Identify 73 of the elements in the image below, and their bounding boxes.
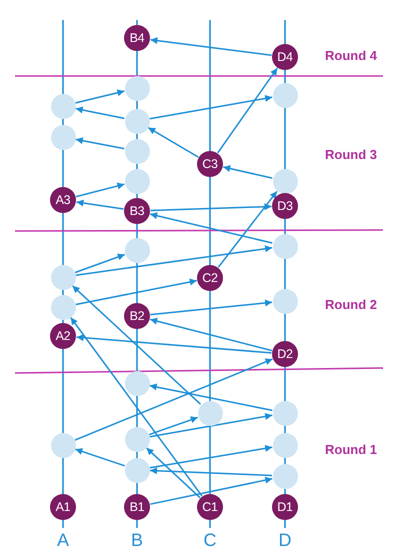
arrow <box>150 467 272 476</box>
arrow <box>150 212 272 244</box>
witness-event-circle: C3 <box>197 151 223 177</box>
witness-event-circle: A2 <box>50 323 76 349</box>
arrow <box>72 285 201 405</box>
witness-event-circle: B3 <box>124 198 150 224</box>
event-circle <box>272 464 298 488</box>
arrow <box>150 444 272 469</box>
witness-event-circle: D1 <box>272 494 298 520</box>
witness-event-circle: B4 <box>124 25 150 51</box>
witness-event-circle: C2 <box>197 265 223 291</box>
witness-event-circle: D4 <box>272 44 298 70</box>
arrow <box>218 190 278 268</box>
event-circle <box>272 288 298 314</box>
arrow <box>150 412 272 438</box>
event-circle <box>124 370 150 396</box>
witness-event-circle: D3 <box>272 193 298 219</box>
arrow <box>146 447 201 498</box>
arrow <box>217 68 278 154</box>
arrow <box>76 245 272 276</box>
arrow <box>74 254 126 274</box>
event-circle <box>124 426 150 452</box>
round-label: Round 2 <box>325 297 377 313</box>
event-circle <box>124 108 150 134</box>
witness-event-circle: C1 <box>197 494 223 520</box>
round-label: Round 3 <box>325 147 377 163</box>
event-circle <box>272 168 298 194</box>
event-circle <box>272 400 298 426</box>
event-circle <box>124 238 150 262</box>
witness-event-circle: A1 <box>50 494 76 520</box>
event-circle <box>272 432 298 458</box>
arrow <box>70 317 203 497</box>
event-circle <box>50 94 76 118</box>
lane-label: D <box>278 530 292 550</box>
arrow <box>76 182 125 198</box>
round-label: Round 4 <box>325 48 377 64</box>
arrow <box>76 278 197 306</box>
arrow <box>76 200 124 210</box>
event-circle <box>124 76 150 100</box>
witness-event-circle: A3 <box>50 187 76 213</box>
arrow <box>150 94 272 120</box>
event-circle <box>50 294 76 320</box>
event-circle <box>50 432 76 458</box>
lane-label: A <box>57 530 69 550</box>
event-circle <box>50 264 76 290</box>
event-circle <box>50 124 76 150</box>
arrow <box>76 334 272 354</box>
arrow <box>150 476 272 505</box>
witness-event-circle: D2 <box>272 341 298 367</box>
event-circle <box>272 82 298 108</box>
arrow <box>150 300 272 316</box>
arrow <box>148 416 198 436</box>
arrow <box>150 318 272 352</box>
arrow <box>148 126 199 158</box>
round-label: Round 1 <box>325 442 377 458</box>
arrow <box>75 448 125 467</box>
lane-label: B <box>131 530 143 550</box>
event-circle <box>198 400 222 426</box>
arrow <box>75 89 125 104</box>
event-circle <box>124 458 150 482</box>
witness-event-circle: B1 <box>124 494 150 520</box>
arrow <box>76 137 124 150</box>
arrow <box>150 384 272 412</box>
arrow <box>150 37 272 56</box>
lane-label: C <box>204 530 216 550</box>
witness-event-circle: B2 <box>124 303 150 329</box>
arrow <box>76 106 124 120</box>
event-circle <box>272 234 298 258</box>
arrow <box>74 358 273 441</box>
arrow <box>223 165 272 179</box>
event-circle <box>124 168 150 194</box>
arrow <box>150 203 272 212</box>
event-circle <box>124 138 150 164</box>
